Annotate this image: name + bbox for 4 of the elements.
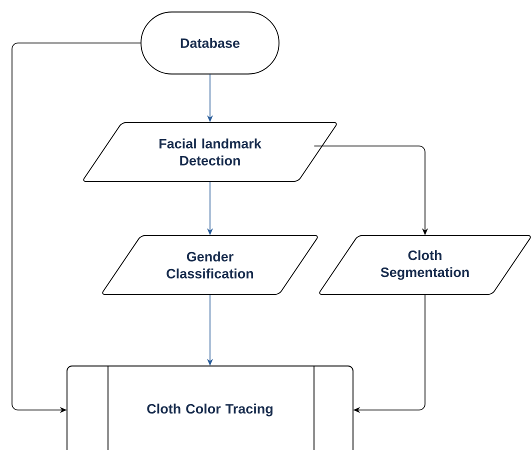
data-parallelogram: Cloth Segmentation (319, 235, 531, 295)
process-box: Cloth Color Tracing (66, 366, 354, 450)
data-parallelogram: Gender Classification (102, 235, 318, 295)
data-parallelogram: Facial landmark Detection (83, 122, 337, 182)
